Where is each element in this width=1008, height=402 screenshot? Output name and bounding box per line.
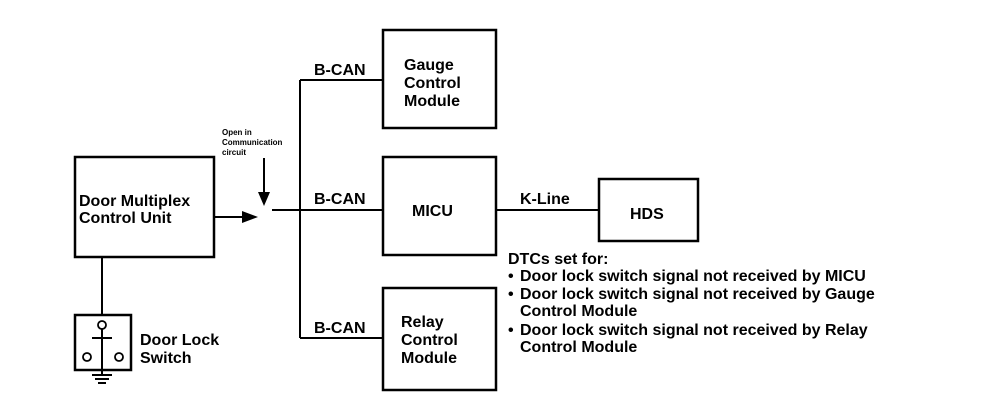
dtc-bullet-2: •: [508, 286, 514, 303]
dtc-item-3-line1: Door lock switch signal not received by …: [520, 322, 868, 339]
dtc-item-3-line2: Control Module: [520, 339, 637, 356]
fault-arrow-head: [258, 192, 270, 206]
relay-label-line3: Module: [401, 350, 457, 367]
fault-note-line1: Open in: [222, 128, 252, 137]
switch-contact-top: [97, 320, 107, 330]
relay-label-line2: Control: [401, 332, 458, 349]
door-lock-switch-label-line1: Door Lock: [140, 332, 219, 349]
micu-box: [381, 155, 498, 257]
fault-note-line2: Communication: [222, 138, 283, 147]
dtc-item-2-line2: Control Module: [520, 303, 637, 320]
switch-contact-right: [114, 352, 124, 362]
gauge-control-module-box: [381, 28, 498, 130]
door-lock-switch-label-line2: Switch: [140, 350, 192, 367]
dtc-item-2-line1: Door lock switch signal not received by …: [520, 286, 875, 303]
dtc-item-1-line1: Door lock switch signal not received by …: [520, 268, 866, 285]
door-mcu-label-line2: Control Unit: [79, 210, 172, 227]
gauge-label-line2: Control: [404, 75, 461, 92]
micu-label: MICU: [412, 203, 453, 220]
dtc-heading: DTCs set for:: [508, 251, 608, 268]
dtc-bullet-3: •: [508, 322, 514, 339]
switch-contact-left: [82, 352, 92, 362]
output-arrow-head: [242, 211, 258, 223]
ground-icon: [92, 374, 112, 384]
door-multiplex-control-unit-box: [73, 155, 216, 259]
b-can-label-mid: B-CAN: [314, 191, 366, 208]
b-can-label-top: B-CAN: [314, 62, 366, 79]
k-line-label: K-Line: [520, 191, 570, 208]
fault-note-line3: circuit: [222, 148, 246, 157]
door-mcu-label-line1: Door Multiplex: [79, 193, 190, 210]
relay-label-line1: Relay: [401, 314, 444, 331]
hds-box: [597, 177, 700, 243]
b-can-label-bottom: B-CAN: [314, 320, 366, 337]
gauge-label-line1: Gauge: [404, 57, 454, 74]
gauge-label-line3: Module: [404, 93, 460, 110]
hds-label: HDS: [630, 206, 664, 223]
dtc-bullet-1: •: [508, 268, 514, 285]
relay-control-module-box: [381, 286, 498, 392]
